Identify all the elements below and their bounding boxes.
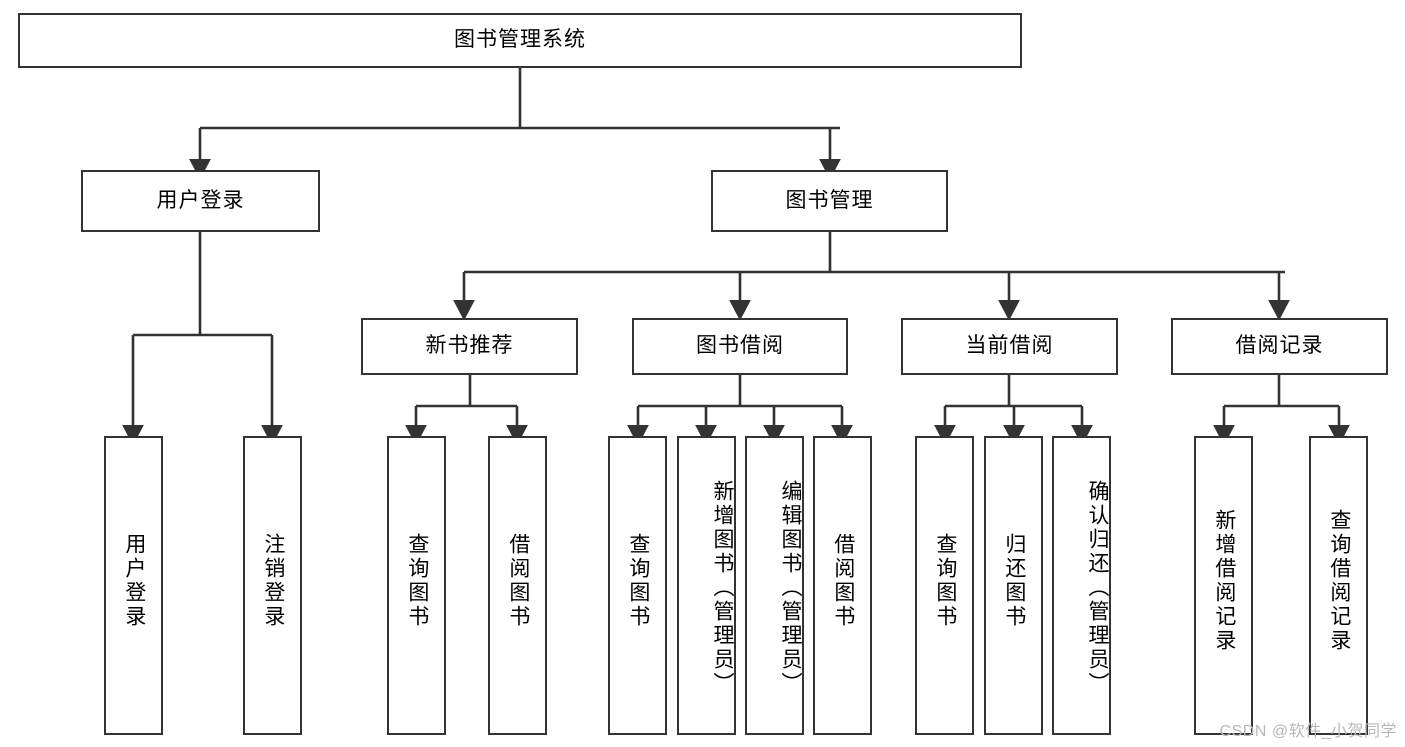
node-leaf-logout-label: 注销登录 [261, 532, 285, 629]
node-leaf-confirm-return-label: 确认归还（管理员） [1086, 479, 1109, 696]
node-leaf-logout[interactable]: 注销登录 [243, 436, 302, 735]
node-leaf-add-record-label: 新增借阅记录 [1212, 508, 1236, 653]
node-leaf-return-book[interactable]: 归还图书 [984, 436, 1043, 735]
node-leaf-query-book-1-label: 查询图书 [405, 532, 429, 629]
node-leaf-query-book-3[interactable]: 查询图书 [915, 436, 974, 735]
node-leaf-query-record[interactable]: 查询借阅记录 [1309, 436, 1368, 735]
node-book-borrow[interactable]: 图书借阅 [632, 318, 848, 375]
node-root-label: 图书管理系统 [454, 28, 586, 52]
node-book-borrow-label: 图书借阅 [696, 334, 784, 358]
node-leaf-add-book-label: 新增图书（管理员） [711, 479, 734, 696]
node-leaf-query-book-2[interactable]: 查询图书 [608, 436, 667, 735]
node-new-book-rec-label: 新书推荐 [425, 334, 514, 358]
node-leaf-query-record-label: 查询借阅记录 [1327, 508, 1351, 653]
node-new-book-rec[interactable]: 新书推荐 [361, 318, 578, 375]
node-leaf-query-book-1[interactable]: 查询图书 [387, 436, 446, 735]
node-user-login[interactable]: 用户登录 [81, 170, 320, 232]
node-book-manage[interactable]: 图书管理 [711, 170, 948, 232]
node-leaf-user-login-label: 用户登录 [122, 532, 146, 629]
node-user-login-label: 用户登录 [156, 188, 245, 212]
csdn-watermark: CSDN @软件_小贺同学 [1219, 723, 1397, 740]
node-leaf-add-record[interactable]: 新增借阅记录 [1194, 436, 1253, 735]
node-leaf-return-book-label: 归还图书 [1002, 532, 1026, 629]
node-book-manage-label: 图书管理 [785, 188, 874, 212]
node-leaf-edit-book-label: 编辑图书（管理员） [779, 479, 802, 696]
node-leaf-edit-book[interactable]: 编辑图书（管理员） [745, 436, 804, 735]
node-leaf-borrow-book-2-label: 借阅图书 [831, 532, 855, 629]
node-current-borrow[interactable]: 当前借阅 [901, 318, 1118, 375]
node-leaf-borrow-book-1-label: 借阅图书 [506, 532, 530, 629]
node-root[interactable]: 图书管理系统 [18, 13, 1022, 68]
node-current-borrow-label: 当前借阅 [965, 334, 1054, 358]
node-leaf-borrow-book-2[interactable]: 借阅图书 [813, 436, 872, 735]
node-leaf-confirm-return[interactable]: 确认归还（管理员） [1052, 436, 1111, 735]
node-leaf-add-book[interactable]: 新增图书（管理员） [677, 436, 736, 735]
node-borrow-record-label: 借阅记录 [1235, 334, 1324, 358]
node-leaf-borrow-book-1[interactable]: 借阅图书 [488, 436, 547, 735]
node-leaf-user-login[interactable]: 用户登录 [104, 436, 163, 735]
node-leaf-query-book-2-label: 查询图书 [626, 532, 650, 629]
node-leaf-query-book-3-label: 查询图书 [933, 532, 957, 629]
node-borrow-record[interactable]: 借阅记录 [1171, 318, 1388, 375]
